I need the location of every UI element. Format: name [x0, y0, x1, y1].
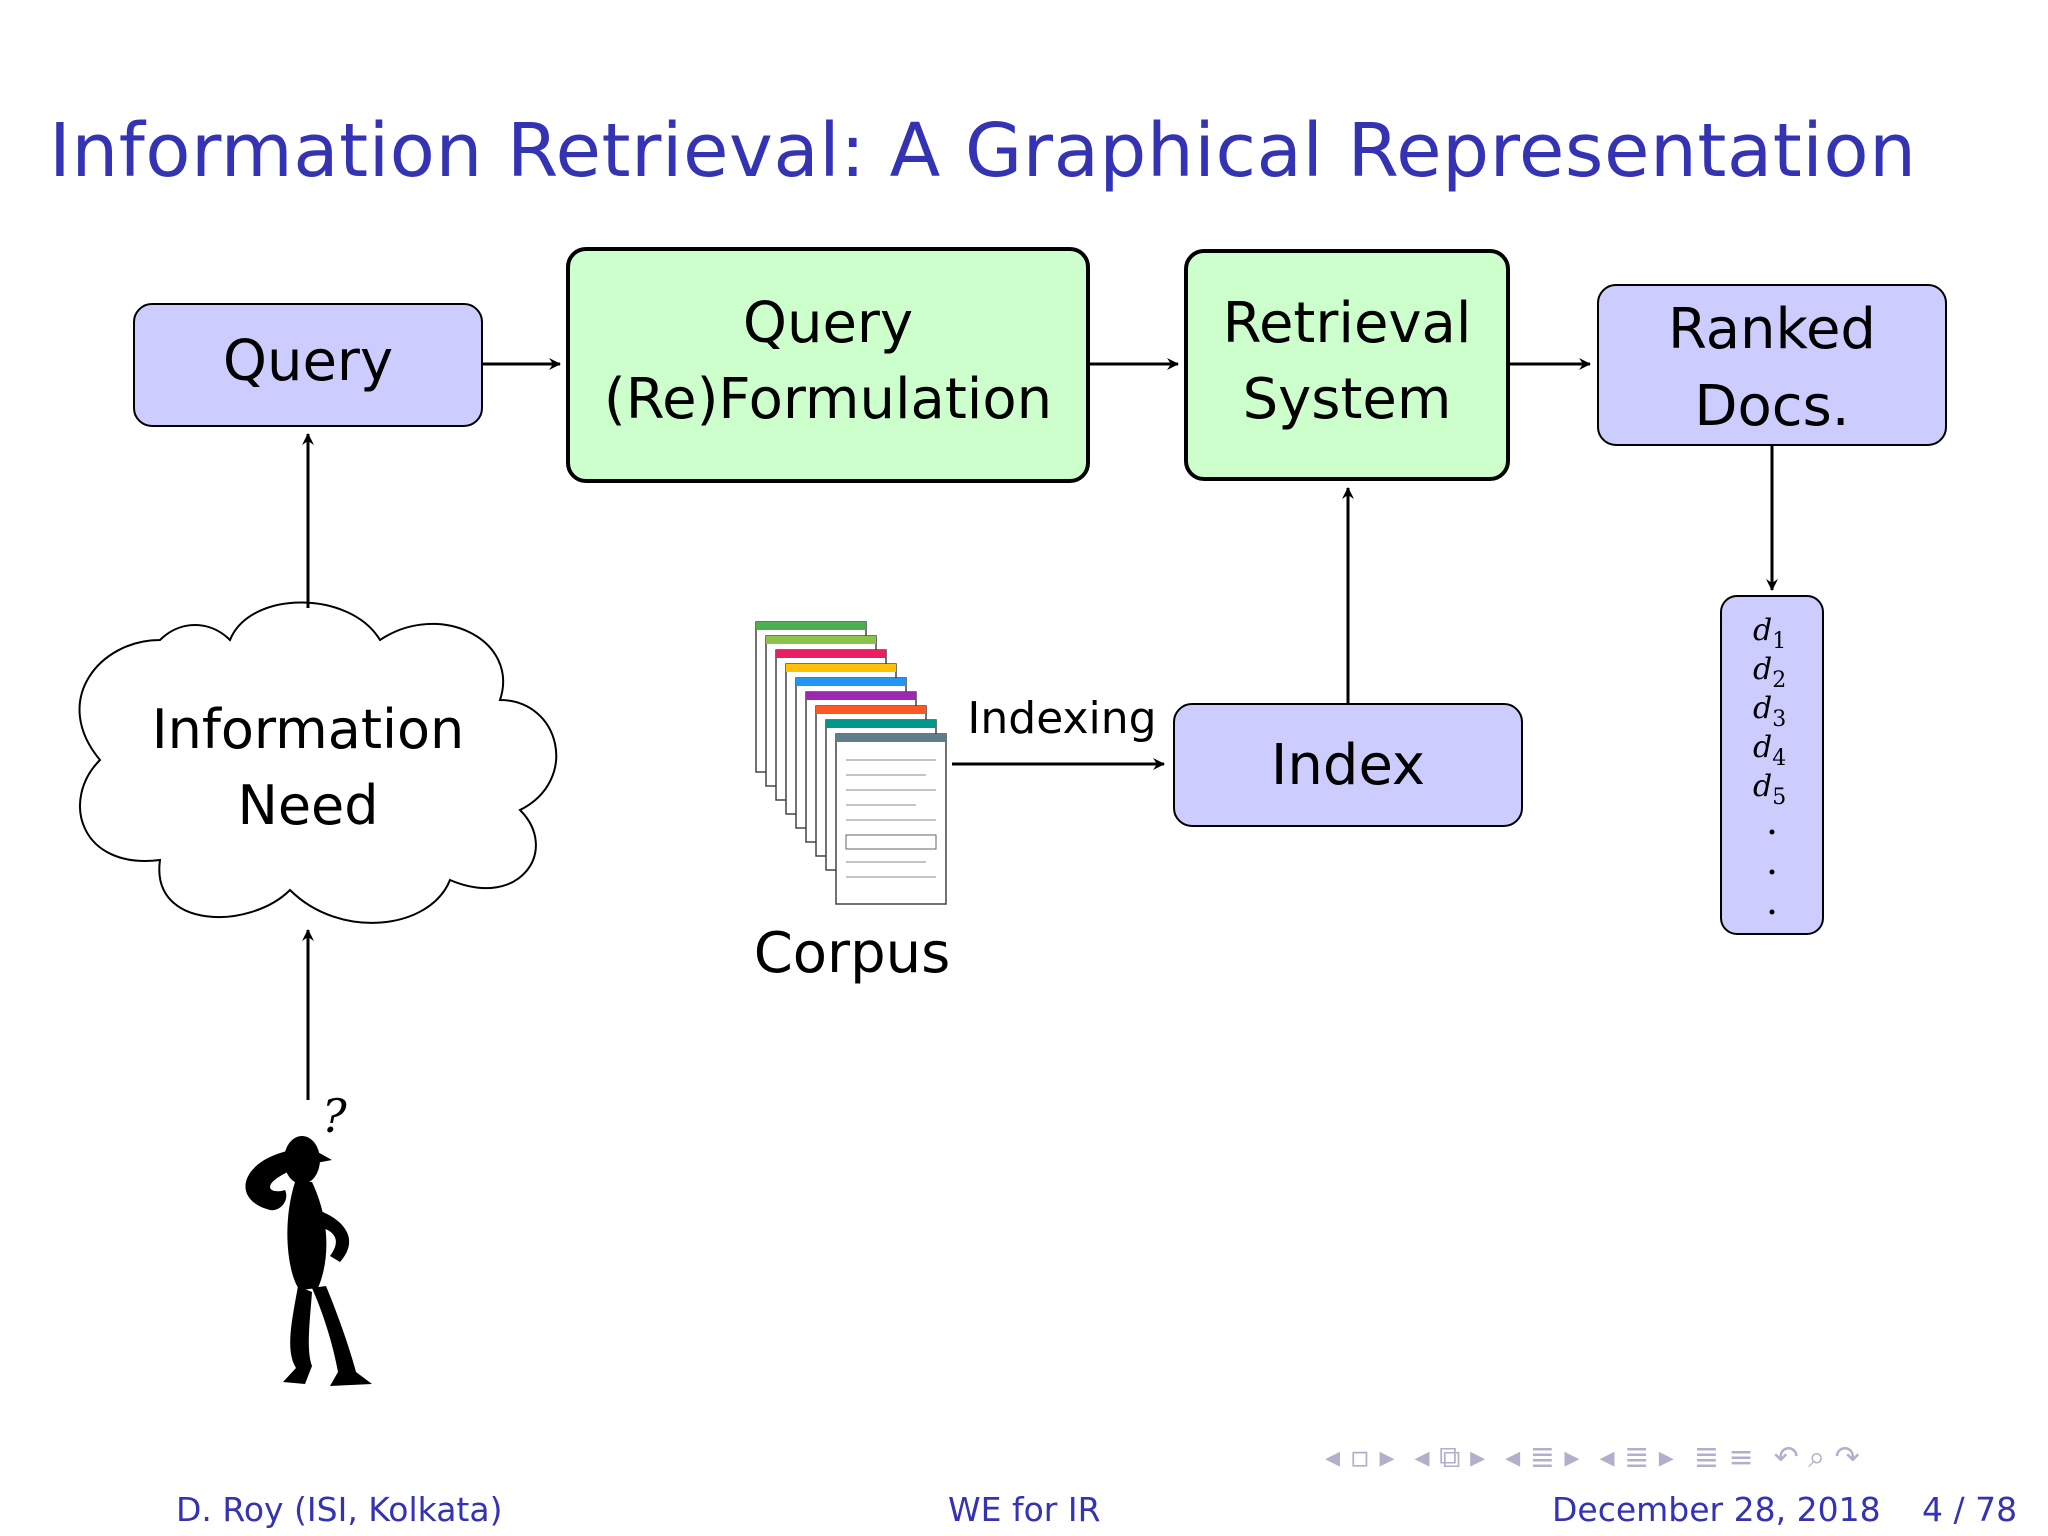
- svg-text:d3: d3: [1753, 691, 1786, 732]
- svg-text:d4: d4: [1753, 730, 1786, 771]
- svg-text:d1: d1: [1753, 613, 1786, 654]
- ranked-item-1: d1: [1753, 613, 1786, 654]
- retrieval-system-node: Retrieval System: [1184, 249, 1510, 481]
- info-need-label-2: Need: [237, 774, 378, 837]
- indexing-edge: Indexing: [952, 693, 1165, 770]
- footer-author: D. Roy (ISI, Kolkata): [176, 1490, 503, 1529]
- retrieval-label-1: Retrieval: [1223, 291, 1472, 356]
- ranked-ellipsis: [1769, 829, 1775, 915]
- nav-prev-icon[interactable]: ◂ ▫ ▸: [1325, 1440, 1395, 1475]
- svg-text:d2: d2: [1753, 652, 1786, 693]
- arrows: [302, 358, 1778, 1100]
- ranked-item-3: d3: [1753, 691, 1786, 732]
- ranked-item-4: d4: [1753, 730, 1786, 771]
- ranked-item-5: d5: [1753, 769, 1786, 810]
- footer-date: December 28, 2018: [1552, 1490, 1881, 1529]
- query-label: Query: [223, 329, 393, 394]
- svg-text:d5: d5: [1753, 769, 1786, 810]
- retrieval-label-2: System: [1243, 367, 1452, 432]
- nav-frame-icon[interactable]: ◂ ⧉ ▸: [1414, 1440, 1486, 1475]
- reformulation-label-2: (Re)Formulation: [604, 367, 1052, 432]
- corpus-label: Corpus: [754, 921, 951, 986]
- query-node: Query: [133, 303, 483, 427]
- nav-refresh-icon[interactable]: ↶ ⌕ ↷: [1773, 1440, 1860, 1475]
- ranked-label-1: Ranked: [1668, 297, 1876, 362]
- index-node: Index: [1173, 703, 1523, 827]
- slide-title: Information Retrieval: A Graphical Repre…: [49, 108, 1917, 194]
- reformulation-label-1: Query: [743, 291, 913, 356]
- doc-page-front: [835, 733, 947, 905]
- corpus-documents: [755, 621, 947, 905]
- ranked-label-2: Docs.: [1694, 374, 1849, 439]
- index-label: Index: [1271, 733, 1425, 798]
- nav-section-icon[interactable]: ◂ ≣ ▸: [1599, 1440, 1674, 1475]
- nav-search-icon[interactable]: ≣ ≡: [1693, 1440, 1754, 1475]
- footer-page-number: 4 / 78: [1922, 1490, 2018, 1529]
- info-need-label-1: Information: [152, 698, 465, 761]
- thinking-person-icon: ?: [245, 1089, 372, 1386]
- ranked-item-2: d2: [1753, 652, 1786, 693]
- question-mark: ?: [322, 1089, 347, 1143]
- ranked-docs-node: Ranked Docs.: [1597, 284, 1947, 446]
- reformulation-node: Query (Re)Formulation: [566, 247, 1090, 483]
- indexing-label: Indexing: [967, 693, 1156, 744]
- footer-short-title: WE for IR: [948, 1490, 1101, 1529]
- beamer-navigation: ◂ ▫ ▸ ◂ ⧉ ▸ ◂ ≣ ▸ ◂ ≣ ▸ ≣ ≡ ↶ ⌕ ↷: [1325, 1440, 1860, 1475]
- information-need-cloud: Information Need: [78, 601, 558, 924]
- ranked-list: d1 d2 d3 d4 d5: [1720, 595, 1824, 935]
- nav-next-icon[interactable]: ◂ ≣ ▸: [1505, 1440, 1580, 1475]
